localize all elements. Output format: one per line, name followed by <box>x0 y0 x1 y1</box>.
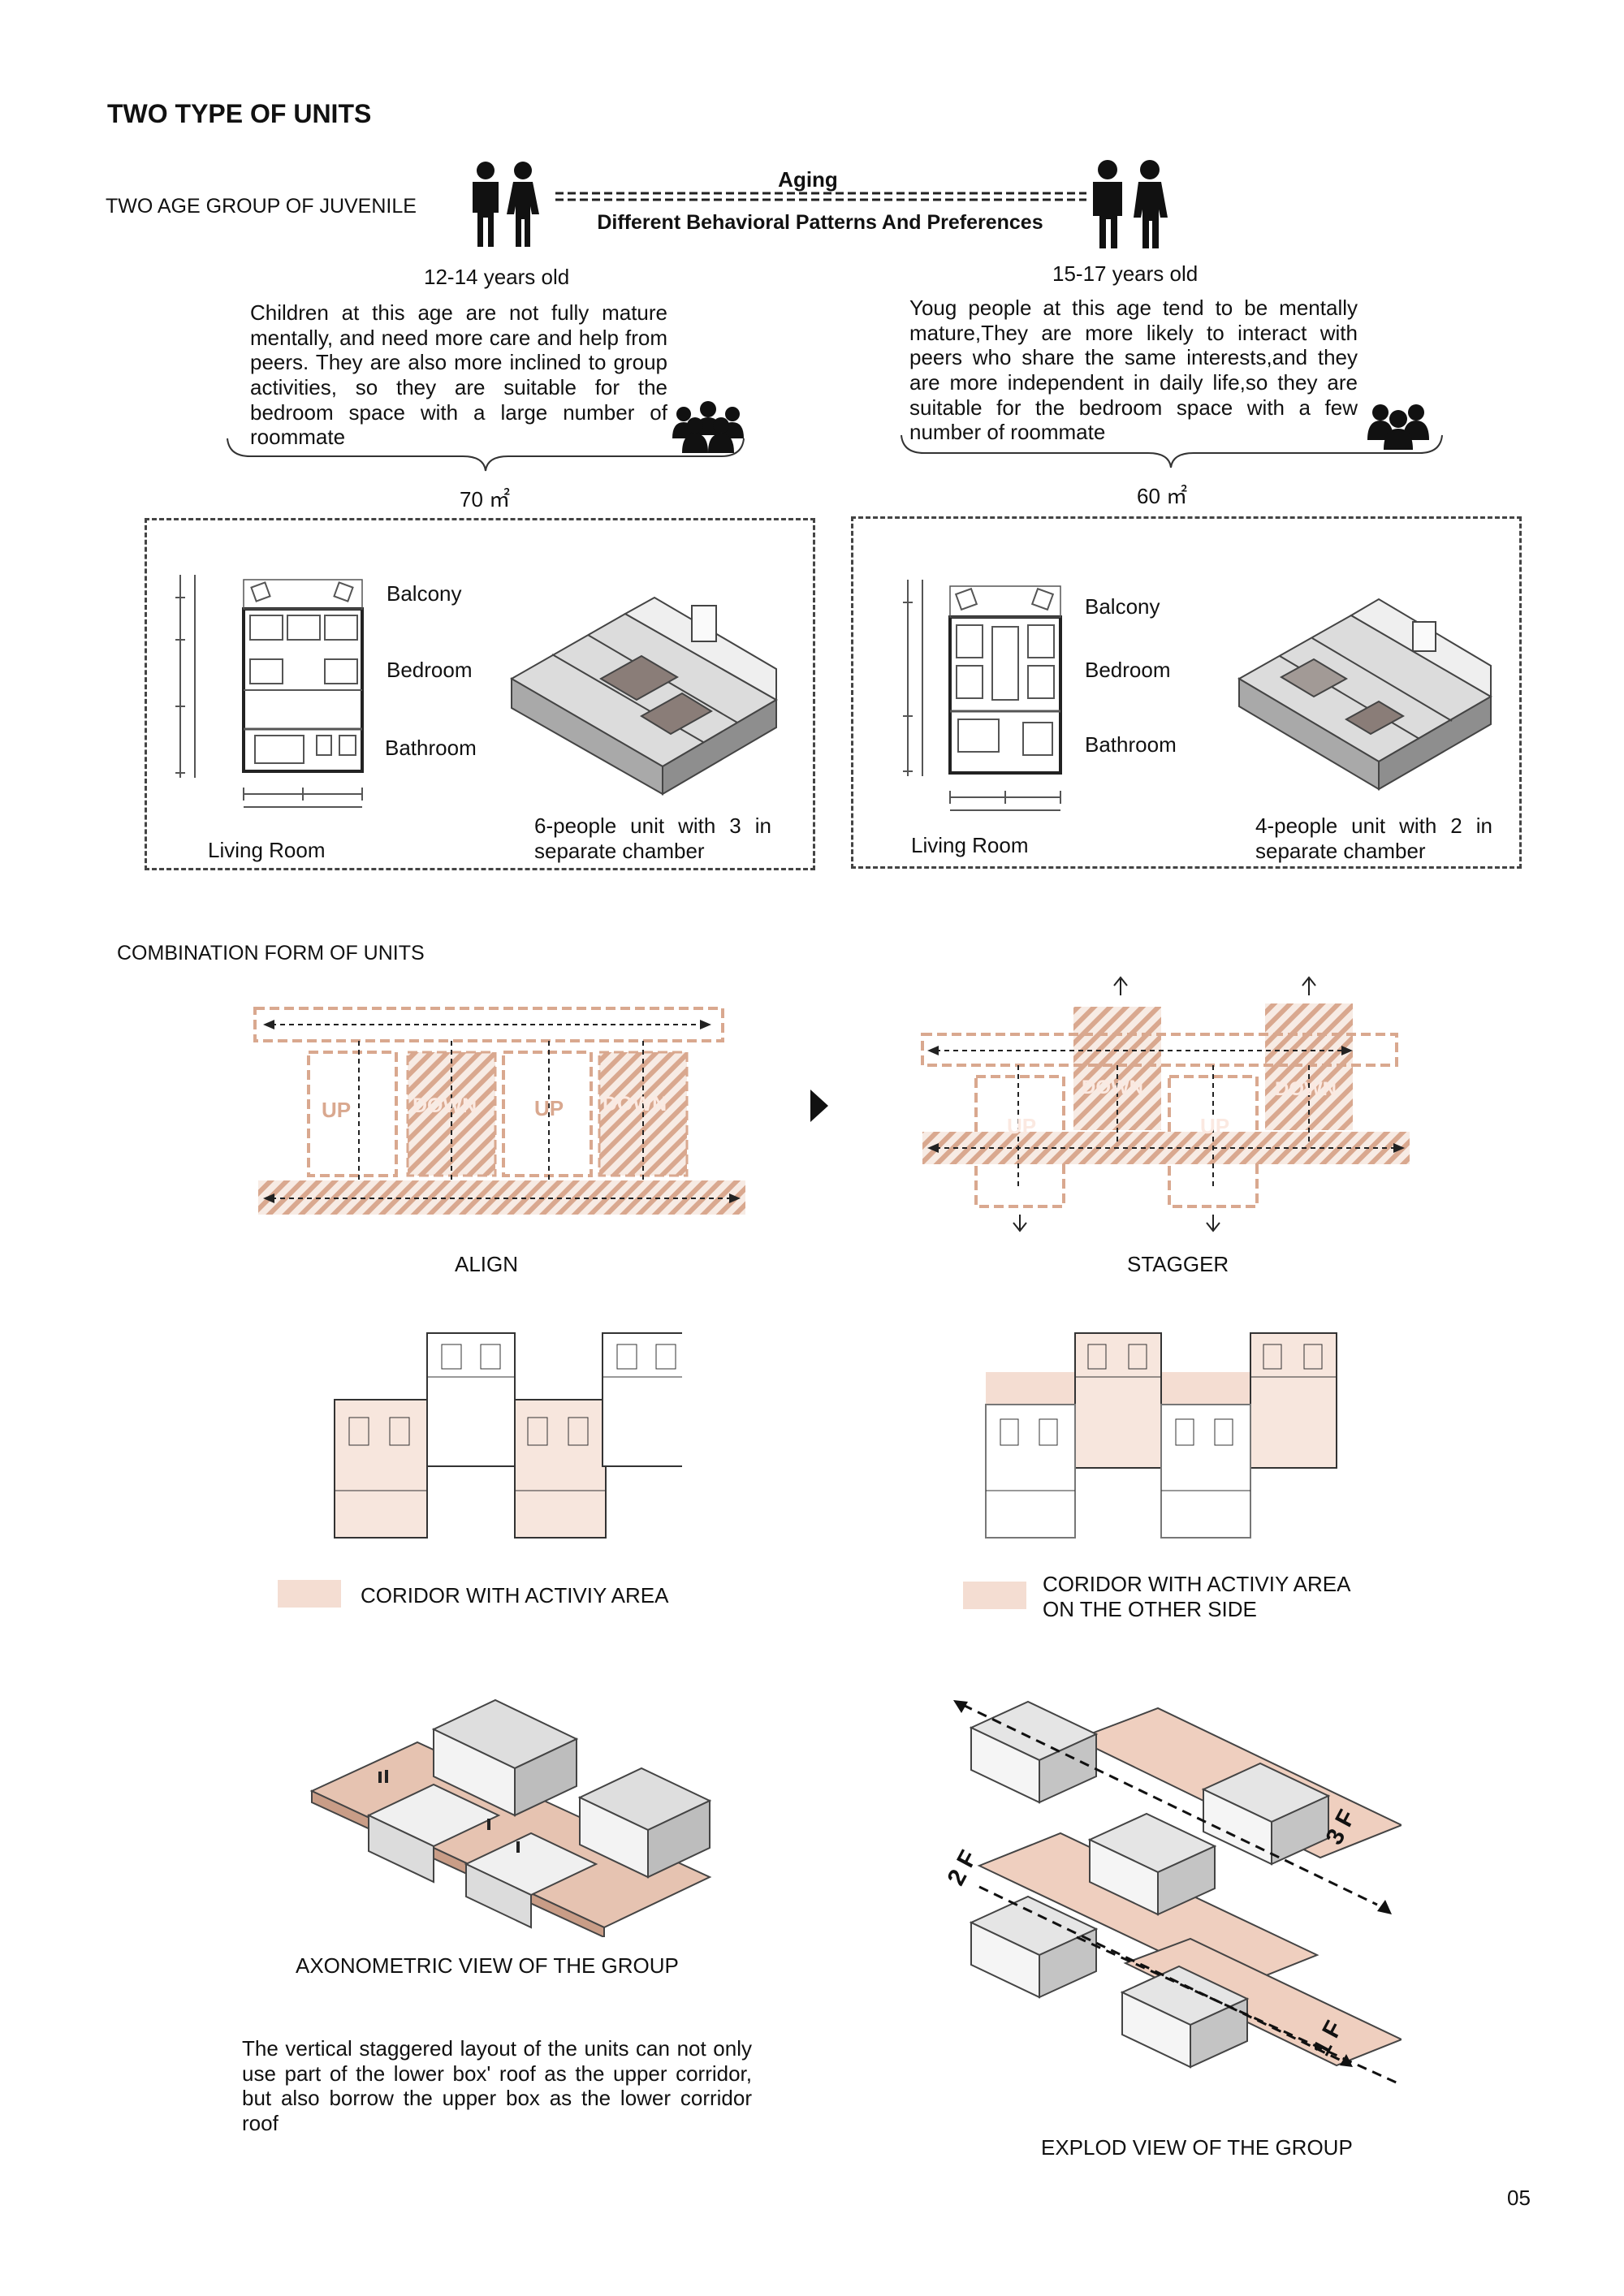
stagger-up-label-2: UP <box>1200 1114 1230 1138</box>
stagger-legend-swatch <box>963 1582 1026 1609</box>
transition-arrow-icon <box>810 1090 828 1122</box>
align-legend-swatch <box>278 1580 341 1608</box>
behavior-label: Different Behavioral Patterns And Prefer… <box>597 211 1043 234</box>
stagger-up-label-1: UP <box>1007 1114 1037 1138</box>
aging-label: Aging <box>778 167 838 192</box>
younger-age-label: 12-14 years old <box>424 265 570 289</box>
unit-b-isometric <box>1237 598 1492 791</box>
explode-label: EXPLOD VIEW OF THE GROUP <box>1041 2135 1353 2160</box>
stagger-label: STAGGER <box>1127 1252 1229 1276</box>
youth-pair-icon <box>1093 160 1168 248</box>
align-group-plan <box>334 1332 682 1539</box>
age-group-label: TWO AGE GROUP OF JUVENILE <box>106 195 417 218</box>
younger-description: Children at this age are not fully matur… <box>250 300 667 450</box>
align-diagram <box>253 1007 745 1215</box>
align-up-label-1: UP <box>322 1098 352 1122</box>
page-number: 05 <box>1507 2186 1531 2210</box>
younger-area: 70 ㎡ <box>460 487 511 511</box>
axo-label: AXONOMETRIC VIEW OF THE GROUP <box>296 1953 679 1978</box>
unit-b-room-balcony: Balcony <box>1085 594 1160 619</box>
unit-b-room-bedroom: Bedroom <box>1085 658 1171 682</box>
align-legend-label: CORIDOR WITH ACTIVIY AREA <box>361 1583 669 1608</box>
unit-a-isometric <box>509 596 778 796</box>
align-down-label-2: DOWN <box>603 1093 667 1116</box>
older-brace <box>901 434 1443 468</box>
unit-a-panel <box>145 518 815 870</box>
axonometric-view <box>309 1698 712 1937</box>
align-up-label-2: UP <box>534 1096 564 1120</box>
juvenile-pair-icon <box>473 162 539 247</box>
combination-title: COMBINATION FORM OF UNITS <box>117 942 425 965</box>
stagger-diagram <box>921 976 1410 1232</box>
group-icon <box>672 401 744 453</box>
align-down-label-1: DOWN <box>412 1094 477 1117</box>
aging-timeline <box>555 192 1086 201</box>
older-age-label: 15-17 years old <box>1052 261 1199 286</box>
small-group-icon <box>1367 404 1429 450</box>
unit-a-room-bathroom: Bathroom <box>385 736 477 760</box>
unit-b-caption: 4-people unit with 2 in separate chamber <box>1255 814 1492 863</box>
exploded-view <box>953 1700 1402 2085</box>
unit-b-room-living: Living Room <box>911 833 1029 857</box>
stagger-legend-label: CORIDOR WITH ACTIVIY AREA ON THE OTHER S… <box>1043 1572 1350 1621</box>
stagger-down-label-1: DOWN <box>1082 1077 1143 1098</box>
stagger-down-label-2: DOWN <box>1275 1078 1337 1100</box>
align-label: ALIGN <box>455 1252 519 1276</box>
younger-brace <box>227 438 745 472</box>
unit-b-panel <box>851 516 1522 869</box>
unit-a-room-living: Living Room <box>208 838 326 862</box>
unit-a-caption: 6-people unit with 3 in separate chamber <box>534 814 771 863</box>
unit-a-room-bedroom: Bedroom <box>387 658 473 682</box>
stagger-group-plan <box>985 1332 1337 1539</box>
older-area: 60 ㎡ <box>1137 484 1188 508</box>
unit-b-room-bathroom: Bathroom <box>1085 732 1177 757</box>
older-description: Youg people at this age tend to be menta… <box>909 296 1358 445</box>
unit-b-floor-plan <box>903 580 1062 811</box>
unit-a-floor-plan <box>175 575 364 808</box>
stagger-note: The vertical staggered layout of the uni… <box>242 2036 752 2136</box>
page-title: TWO TYPE OF UNITS <box>107 99 372 128</box>
unit-a-room-balcony: Balcony <box>387 581 462 606</box>
